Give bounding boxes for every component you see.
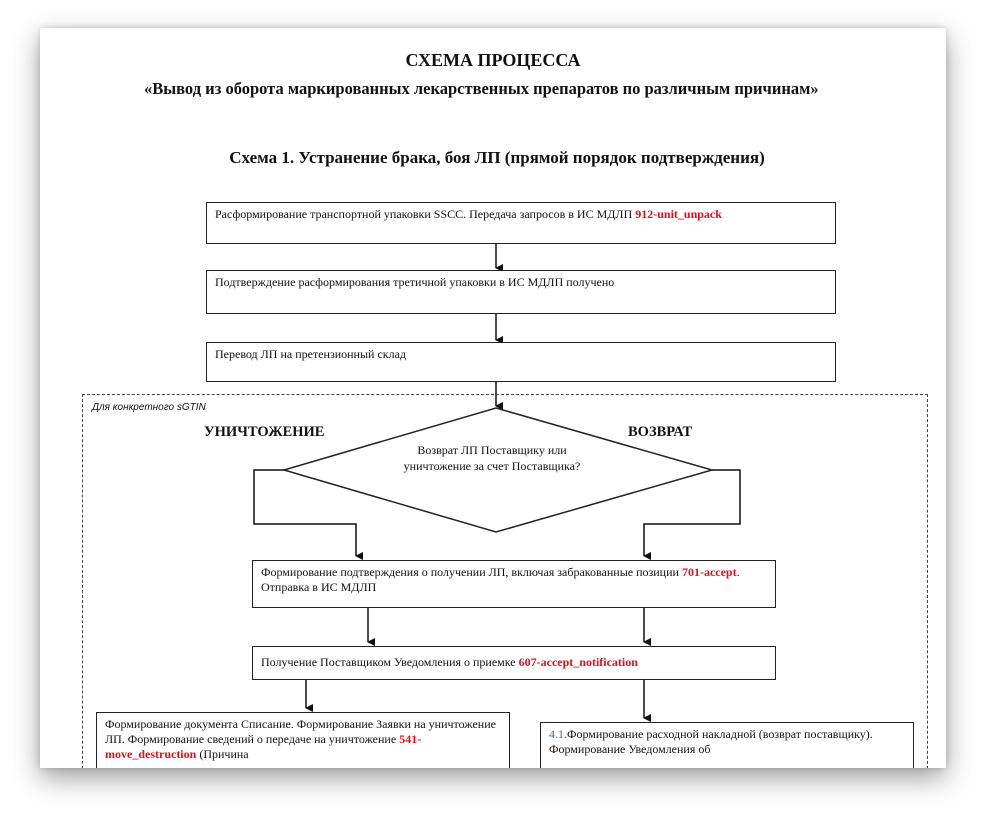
step-confirm-box: Подтверждение расформирования третичной … (206, 270, 836, 314)
branch-left-line (253, 469, 363, 560)
step-notification-code: 607-accept_notification (518, 655, 638, 669)
step-writeoff-code: 541- move_destruction (105, 732, 422, 761)
step-unpack-code: 912-unit_unpack (635, 207, 722, 221)
sgtin-group-label: Для конкретного sGTIN (92, 402, 206, 413)
step-unpack-box: Расформирование транспортной упаковки SS… (206, 202, 836, 244)
step-writeoff-text: Формирование документа Списание. Формиро… (105, 717, 496, 746)
document-subtitle: «Вывод из оборота маркированных лекарств… (144, 79, 819, 98)
step-writeoff-text-after: (Причина (196, 747, 249, 761)
flow-connectors (253, 244, 741, 722)
branch-label-return: ВОЗВРАТ (628, 424, 693, 440)
document-page: СХЕМА ПРОЦЕССА «Вывод из оборота маркиро… (40, 28, 946, 768)
step-notification-box: Получение Поставщиком Уведомления о прие… (252, 646, 776, 680)
step-confirm-text: Подтверждение расформирования третичной … (215, 275, 615, 289)
step-invoice-box: 4.1.Формирование расходной накладной (во… (540, 722, 914, 768)
step-notification-text: Получение Поставщиком Уведомления о прие… (261, 655, 519, 669)
branch-right-line (643, 469, 741, 560)
step-invoice-text: Формирование расходной накладной (возвра… (549, 727, 873, 756)
step-accept-box: Формирование подтверждения о получении Л… (252, 560, 776, 608)
step-accept-text-after: . Отправка в ИС МДЛП (261, 565, 740, 594)
step-accept-code: 701-accept (681, 565, 737, 579)
step-writeoff-box: Формирование документа Списание. Формиро… (96, 712, 510, 768)
document-title: СХЕМА ПРОЦЕССА (405, 50, 581, 70)
decision-diamond (281, 407, 715, 533)
scheme-title: Схема 1. Устранение брака, боя ЛП (прямо… (229, 148, 765, 167)
step-accept-text: Формирование подтверждения о получении Л… (261, 565, 682, 579)
step-warehouse-box: Перевод ЛП на претензионный склад (206, 342, 836, 382)
sgtin-group-frame (82, 394, 928, 768)
decision-text: Возврат ЛП Поставщику или уничтожение за… (403, 443, 581, 473)
step-warehouse-text: Перевод ЛП на претензионный склад (215, 347, 407, 361)
step-unpack-text: Расформирование транспортной упаковки SS… (215, 207, 636, 221)
branch-label-destruction: УНИЧТОЖЕНИЕ (204, 424, 325, 440)
step-invoice-number: 4.1. (549, 727, 567, 741)
